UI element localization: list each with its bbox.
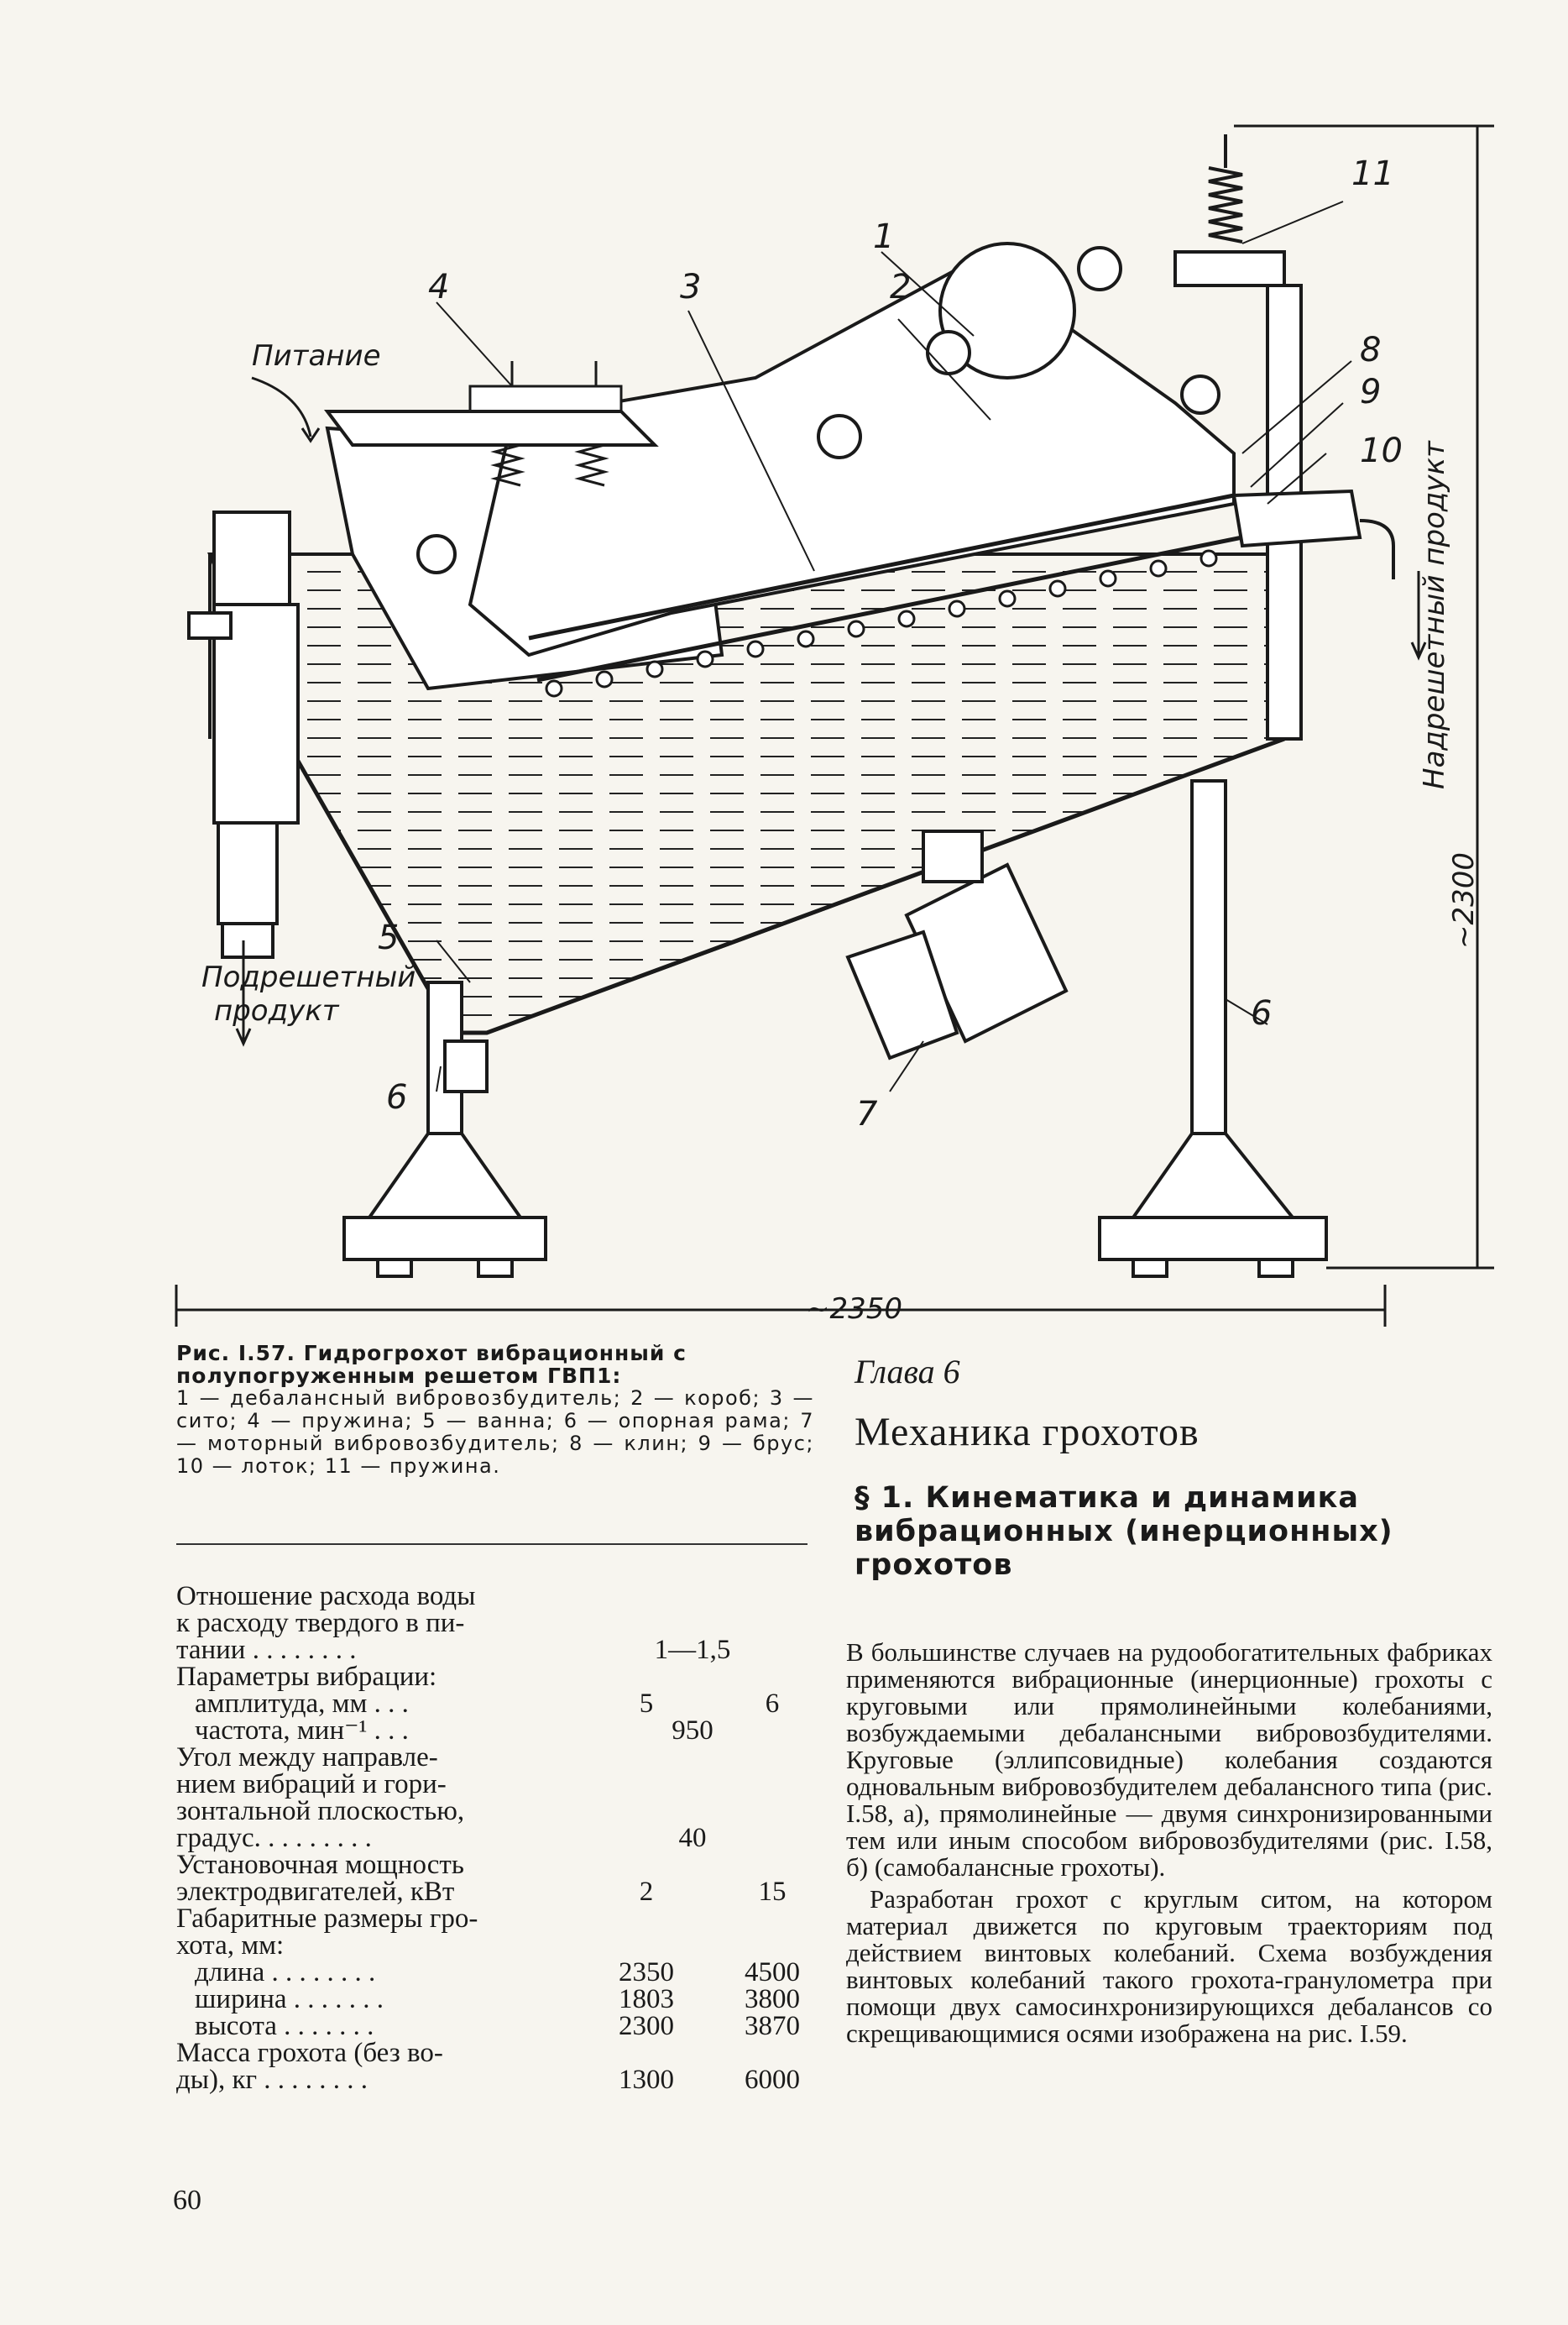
caption-legend: 1 — дебалансный вибровозбудитель; 2 — ко… [176,1386,814,1478]
spec-row: Установочная мощность [176,1850,781,1880]
spec-label: хота, мм: [176,1930,285,1961]
paragraph-1: В большинстве случаев на рудообогатитель… [846,1637,1492,1882]
spec-row: градус. . . . . . . . . 40 [176,1823,781,1853]
page-number: 60 [173,2185,201,2216]
spec-row: Угол между направле- [176,1742,781,1773]
spec-value: 1300 [619,2065,674,2095]
deck-rollers [545,549,1218,698]
spec-row: ды), кг . . . . . . . . 1300 6000 [176,2065,800,2095]
divider [176,1543,808,1545]
spec-label: электродвигателей, кВт [176,1877,455,1907]
callout-3: 3 [680,268,701,306]
spec-value: 2 [639,1877,654,1907]
callout-4: 4 [428,268,449,306]
spec-value: 6000 [745,2065,800,2095]
spec-value: 4500 [745,1957,800,1987]
callout-1: 1 [873,217,894,256]
spec-value: 6 [765,1689,780,1719]
spec-label: Отношение расхода воды [176,1581,476,1611]
callout-7: 7 [856,1095,878,1134]
height-dimension-label: ~2300 [1447,852,1481,949]
spec-row: высота . . . . . . . 2300 3870 [176,2011,800,2041]
spec-label: частота, мин⁻¹ . . . [195,1715,409,1746]
spec-value: 1803 [619,1984,674,2014]
spec-label: ды), кг . . . . . . . . [176,2065,368,2095]
figure-caption: Рис. I.57. Гидрогрохот вибрационный с по… [176,1342,814,1478]
vibrator-drive [416,242,1122,574]
spec-label: Угол между направле- [176,1742,438,1773]
spec-value: 5 [639,1689,654,1719]
spec-row: нием вибраций и гори- [176,1769,781,1799]
spec-label: зонтальной плоскостью, [176,1796,465,1826]
spec-label: Масса грохота (без во- [176,2038,443,2068]
section-heading: § 1. Кинематика и динамика вибрационных … [855,1481,1393,1582]
caption-title: Рис. I.57. Гидрогрохот вибрационный с по… [176,1341,687,1388]
spec-row: Отношение расхода воды [176,1583,781,1610]
callout-8: 8 [1360,331,1381,369]
chute [1231,489,1395,579]
spec-row: тании . . . . . . . . 1—1,5 [176,1635,781,1665]
dimension-lines [175,124,1494,1327]
spec-label: длина . . . . . . . . [195,1957,376,1987]
chapter-title: Механика грохотов [855,1410,1200,1454]
callout-10: 10 [1360,432,1403,470]
spec-row: частота, мин⁻¹ . . . 950 [176,1715,781,1746]
spec-value: 950 [672,1715,713,1746]
spec-label: Параметры вибрации: [176,1662,437,1692]
spec-row: Габаритные размеры гро- [176,1903,781,1934]
spec-label: к расходу твердого в пи- [176,1608,465,1638]
spec-label: высота . . . . . . . [195,2011,374,2041]
spec-row: к расходу твердого в пи- [176,1608,781,1638]
spec-row: зонтальной плоскостью, [176,1798,781,1825]
spec-row: амплитуда, мм . . . 5 6 [176,1689,781,1719]
callout-11: 11 [1351,154,1394,193]
spec-value: 2350 [619,1957,674,1987]
chapter-number: Глава 6 [855,1353,960,1390]
undersize-label-line1: Подрешетный [201,961,416,994]
spec-row: Масса грохота (без во- [176,2038,781,2068]
spec-value: 40 [678,1823,707,1853]
undersize-label-line2: продукт [214,994,340,1028]
spec-label: Установочная мощность [176,1850,464,1880]
spec-row: электродвигателей, кВт 2 15 [176,1877,787,1907]
paragraph-2: Разработан грохот с круглым ситом, на ко… [846,1884,1492,2048]
spec-value: 2300 [619,2011,674,2041]
spec-row: Параметры вибрации: [176,1662,781,1692]
spec-label: амплитуда, мм . . . [195,1689,409,1719]
feed-label: Питание [252,339,381,373]
spec-value: 3870 [745,2011,800,2041]
chapter-heading: Глава 6 Механика грохотов § 1. Кинематик… [855,1352,1509,1582]
screen-diagram-figure: Питание Подрешетный продукт Надрешетный … [175,124,1494,1327]
spec-label: Габаритные размеры гро- [176,1903,478,1934]
spec-row: длина . . . . . . . . 2350 4500 [176,1957,800,1987]
spec-value: 15 [758,1877,787,1907]
oversize-label: Надрешетный продукт [1418,440,1451,789]
spec-label: градус. . . . . . . . . [176,1823,372,1853]
spec-value: 1—1,5 [654,1635,731,1665]
spec-row: хота, мм: [176,1930,781,1961]
leader-lines [436,201,1352,1092]
feed-hopper [324,410,659,447]
overflow-box [187,511,300,959]
spec-row: ширина . . . . . . . 1803 3800 [176,1984,800,2014]
length-dimension-label: ~2350 [806,1292,902,1326]
motor-vibrator [845,830,1069,1060]
support-frames [342,779,1328,1278]
callout-5: 5 [378,919,399,957]
flow-arrows [235,376,1427,1047]
body-text: В большинстве случаев на рудообогатитель… [846,1639,1492,2047]
callout-9: 9 [1360,373,1381,411]
spec-value: 3800 [745,1984,800,2014]
spec-label: ширина . . . . . . . [195,1984,384,2014]
spec-label: тании . . . . . . . . [176,1635,357,1665]
spec-label: нием вибраций и гори- [176,1769,447,1799]
callout-2: 2 [890,268,911,306]
callout-6-right: 6 [1251,994,1272,1033]
callout-6-left: 6 [386,1078,407,1117]
